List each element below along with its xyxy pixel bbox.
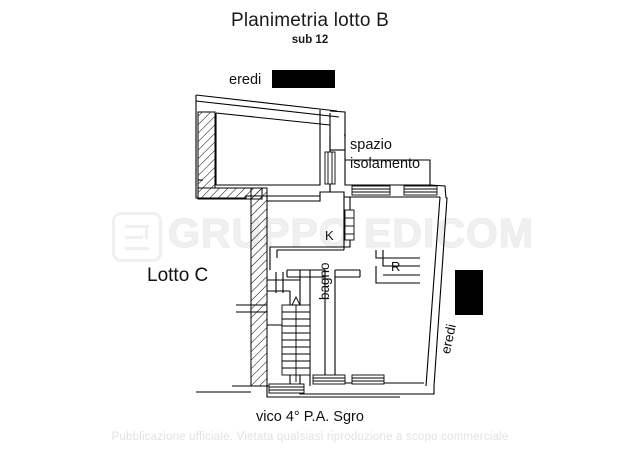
corridor-ne-corner (429, 184, 447, 199)
stair-up-arrow-icon (291, 295, 301, 306)
window-opening-south-3 (351, 374, 385, 385)
window-opening-north-2 (403, 185, 438, 196)
footer-disclaimer: Pubblicazione ufficiale. Vietata qualsia… (111, 431, 509, 443)
window-opening-upper (324, 151, 336, 185)
eredi-top-redaction (272, 70, 335, 88)
ripostiglio-s-wall-inner (375, 275, 420, 284)
corridor-n-wall-a (330, 191, 345, 197)
east-outer-wall-outer (433, 197, 448, 387)
window-opening-kitchen-east (344, 209, 355, 241)
window-opening-south-1 (268, 383, 305, 394)
upper-room-slope (215, 112, 331, 126)
label-room-bagno: bagno (317, 262, 332, 300)
label-spazio-line1: spazio (350, 137, 392, 153)
hatched-wall-spine (250, 187, 268, 387)
ripostiglio-n-wall-inner (382, 250, 420, 267)
label-room-kitchen: K (325, 228, 334, 243)
east-outer-wall-inner (425, 196, 441, 387)
label-street-name: vico 4° P.A. Sgro (256, 409, 364, 425)
kitchen-s-wall-inner (276, 249, 344, 258)
label-spazio-isolamento: spazio isolamento (350, 136, 420, 174)
hatched-wall-upper-left (197, 111, 216, 189)
eredi-right-redaction (455, 270, 483, 315)
window-opening-north-1 (351, 185, 391, 196)
ripostiglio-n-wall (375, 250, 420, 259)
label-room-ripostiglio: R (391, 259, 401, 274)
upper-room-inner (215, 110, 321, 186)
window-opening-south-2 (312, 374, 346, 385)
kitchen-s-wall (269, 197, 351, 270)
label-eredi-top: eredi (229, 72, 262, 88)
isolation-space-edge-a (329, 110, 346, 136)
page-subtitle: sub 12 (291, 34, 329, 46)
page-title: Planimetria lotto B (231, 10, 389, 31)
label-lotto-c: Lotto C (147, 265, 209, 286)
label-spazio-line2: isolamento (350, 156, 421, 172)
boundary-line-top (195, 94, 338, 112)
south-outer-wall-inner (266, 386, 400, 398)
kitchen-n-partition (266, 196, 321, 202)
boundary-line-top-2 (195, 100, 340, 118)
east-wall-bottom-turn (400, 386, 435, 395)
staircase (281, 304, 311, 382)
south-outer-wall-outer (299, 383, 434, 395)
